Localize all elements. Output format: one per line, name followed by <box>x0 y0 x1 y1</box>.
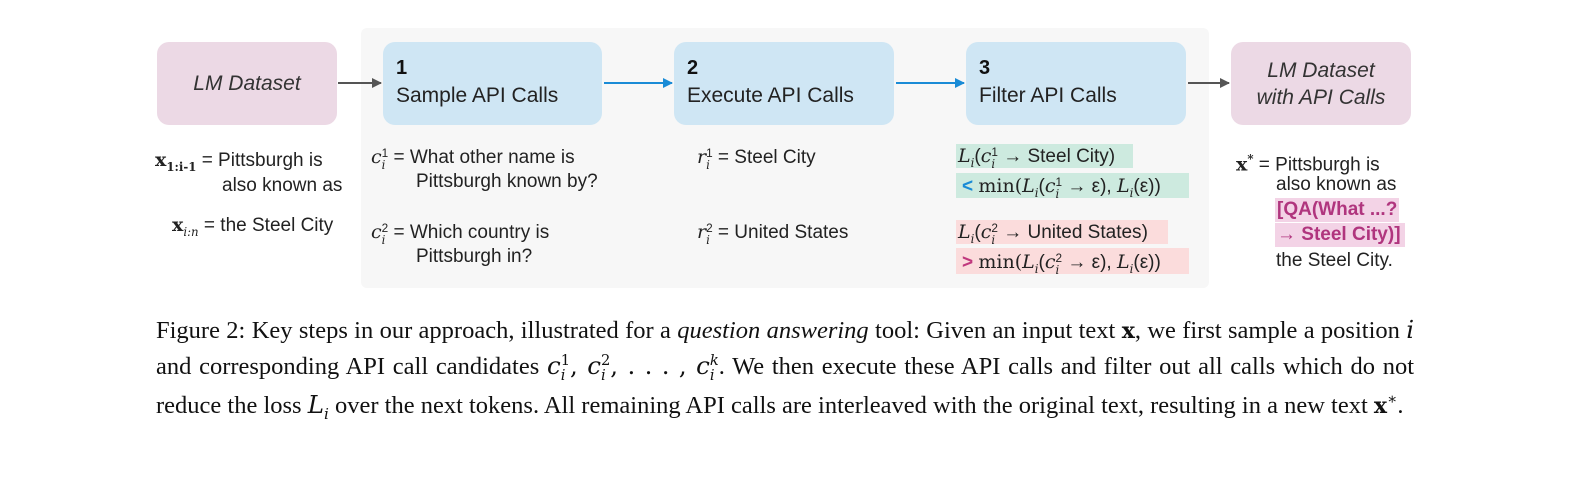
call-2-line-2: Pittsburgh in? <box>416 246 533 267</box>
step-filter-number: 3 <box>979 57 991 79</box>
step-execute-box: 2 Execute API Calls <box>674 42 894 125</box>
output-api-call-2: → Steel City)] <box>1277 224 1401 245</box>
caption-figure-label: Figure 2: <box>156 317 246 344</box>
result-2-text: = United States <box>717 222 849 243</box>
caption-text-6: over the next tokens. All remaining API … <box>334 392 1368 420</box>
call-1-superscript: 1 <box>381 147 389 161</box>
step-filter-label: Filter API Calls <box>979 84 1117 107</box>
input-prefix: x1:i-1 = Pittsburgh is <box>155 149 323 174</box>
filter-2-highlight-bottom <box>956 248 1189 274</box>
caption-italic: question answering <box>677 317 869 344</box>
output-line-1: x* = Pittsburgh is <box>1236 152 1380 176</box>
lm-dataset-box: LM Dataset <box>157 42 337 125</box>
step-execute-label: Execute API Calls <box>687 84 854 107</box>
filter-2-highlight-top <box>956 220 1168 244</box>
output-text-1: = Pittsburgh is <box>1258 154 1380 176</box>
call-1-line-1: = What other name is <box>393 147 575 168</box>
call-1-line-2: Pittsburgh known by? <box>416 171 598 192</box>
step-sample-box: 1 Sample API Calls <box>383 42 602 125</box>
lm-dataset-api-label-1: LM Dataset <box>1267 59 1375 82</box>
filter-2-superscript: 2 <box>991 222 998 236</box>
step-execute-number: 2 <box>687 57 699 79</box>
input-suffix-subscript: i:n <box>183 224 199 239</box>
filter-1-highlight-top <box>956 144 1133 168</box>
result-1-superscript: 1 <box>706 147 713 161</box>
input-prefix-subscript: 1:i-1 <box>166 159 197 174</box>
step-sample-number: 1 <box>396 57 408 79</box>
caption-text-2: tool: Given an input text <box>875 317 1116 344</box>
caption-text-5: . We then execute these API calls and fi… <box>156 352 1414 420</box>
caption-text-1: Key steps in our approach, illustrated f… <box>251 317 671 344</box>
output-call-highlight-1 <box>1275 198 1399 222</box>
output-text-3: the Steel City. <box>1276 250 1393 271</box>
call-2-line-1: = Which country is <box>393 222 550 243</box>
input-prefix-text-2: also known as <box>222 175 343 196</box>
filter-1-highlight-bottom <box>956 173 1189 198</box>
step-sample-label: Sample API Calls <box>396 84 559 107</box>
input-suffix: xi:n = the Steel City <box>172 214 334 239</box>
output-call-highlight-2 <box>1275 223 1405 247</box>
lm-dataset-api-label-2: with API Calls <box>1256 86 1386 109</box>
result-1-text: = Steel City <box>717 147 816 168</box>
caption-text-4: and corresponding API call candidates <box>156 352 540 380</box>
filter-1-superscript: 1 <box>991 146 998 160</box>
filter-1-result: Steel City <box>1027 146 1109 167</box>
figure-caption: Figure 2: Key steps in our approach, ill… <box>156 315 1415 424</box>
filter-1-operator: < <box>962 176 974 197</box>
lm-dataset-label: LM Dataset <box>193 72 301 95</box>
filter-2-result: United States <box>1027 222 1142 243</box>
call-2-superscript: 2 <box>381 222 389 236</box>
output-text-2: also known as <box>1276 174 1397 195</box>
caption-text-3: , we first sample a position <box>1134 317 1400 344</box>
input-prefix-text-1: = Pittsburgh is <box>201 150 323 171</box>
output-api-call-1: [QA(What ...? <box>1277 199 1398 220</box>
step-filter-box: 3 Filter API Calls <box>966 42 1186 125</box>
input-suffix-text: = the Steel City <box>203 215 334 236</box>
filter-2-operator: > <box>962 252 974 273</box>
lm-dataset-api-box: LM Dataset with API Calls <box>1231 42 1411 125</box>
result-2-superscript: 2 <box>706 222 713 236</box>
